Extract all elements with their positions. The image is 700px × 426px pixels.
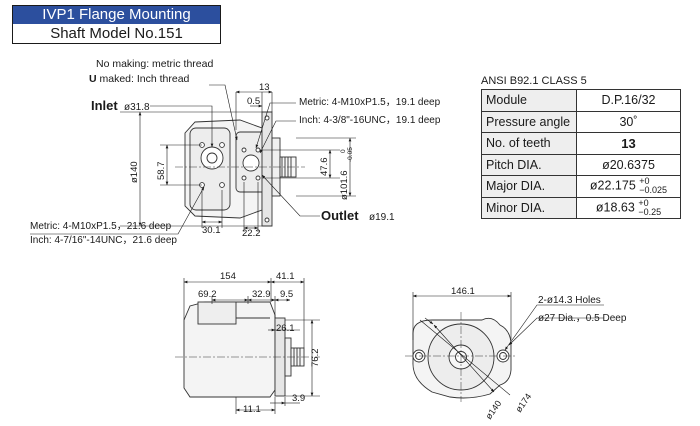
dim-3-9: 3.9	[292, 393, 305, 404]
dim-32-9: 32.9	[252, 289, 271, 300]
dim-26-1: 26.1	[276, 323, 295, 334]
inlet-label: Inlet	[91, 98, 118, 113]
table-row: Pitch DIA. ø20.6375	[481, 153, 681, 176]
dim-58-7: 58.7	[156, 162, 167, 181]
value-main: ø22.175	[589, 178, 636, 193]
tol-lower: −0.025	[639, 185, 668, 196]
end-view	[405, 312, 517, 402]
row-value: 30˚	[576, 110, 681, 133]
row-label: Pitch DIA.	[481, 153, 577, 176]
table-row: Minor DIA. ø18.63 +0 −0.25	[481, 196, 681, 219]
dim-d140: ø140	[129, 161, 140, 183]
outlet-port	[242, 154, 260, 172]
outlet-inch-thread: Inch: 4-3/8"-16UNC，19.1 deep	[299, 115, 441, 126]
front-view	[175, 111, 305, 227]
dim-47-6: 47.6	[319, 158, 330, 177]
inch-marker: U	[89, 73, 97, 85]
row-value: 13	[576, 132, 681, 155]
spline-spec-table: Module D.P.16/32 Pressure angle 30˚ No. …	[481, 89, 681, 219]
tol-lower: -0.05	[347, 147, 354, 162]
dim-11-1: 11.1	[243, 404, 261, 415]
spec-caption: ANSI B92.1 CLASS 5	[481, 75, 587, 87]
note-inch-thread: U maked: Inch thread	[89, 73, 190, 85]
tol-upper: +0	[638, 197, 649, 208]
dim-76-2: 76.2	[310, 349, 321, 368]
table-row: No. of teeth 13	[481, 132, 681, 155]
row-label: Pressure angle	[481, 110, 577, 133]
row-value: ø20.6375	[576, 153, 681, 176]
tol-lower: −0.25	[638, 206, 662, 217]
dim-146-1: 146.1	[451, 286, 475, 297]
row-label: Module	[481, 89, 577, 112]
dim-d101-6: ø101.6	[339, 170, 350, 200]
table-row: Module D.P.16/32	[481, 89, 681, 112]
tol-upper: 0	[340, 149, 347, 153]
side-port-boss	[197, 301, 237, 325]
title-model: IVP1 Flange Mounting	[13, 6, 220, 24]
note-metric-thread: No making: metric thread	[96, 58, 213, 70]
mounting-flange	[261, 111, 273, 227]
dim-154: 154	[220, 271, 236, 282]
outlet-label: Outlet	[321, 208, 359, 223]
counterbore-note: ø27 Dia.，0.5 Deep	[538, 313, 627, 324]
dim-69-2: 69.2	[198, 289, 217, 300]
table-row: Major DIA. ø22.175 +0 −0.025	[481, 175, 681, 198]
inlet-diameter: ø31.8	[124, 102, 150, 113]
dim-end-d174: ø174	[513, 392, 533, 415]
side-view	[175, 301, 320, 398]
title-shaft-model: Shaft Model No.151	[13, 24, 220, 43]
value-tolerance: +0 −0.025	[639, 177, 667, 195]
value-main: ø18.63	[595, 200, 635, 215]
inlet-inch-thread: Inch: 4-7/16"-14UNC，21.6 deep	[30, 235, 177, 246]
row-value: ø22.175 +0 −0.025	[576, 175, 681, 198]
dim-41-1: 41.1	[276, 271, 295, 282]
dim-end-d140: ø140	[483, 399, 503, 422]
inlet-metric-thread: Metric: 4-M10xP1.5，21.6 deep	[30, 221, 172, 232]
row-value: ø18.63 +0 −0.25	[576, 196, 681, 219]
title-box: IVP1 Flange Mounting Shaft Model No.151	[12, 5, 221, 44]
inch-note-text: maked: Inch thread	[97, 73, 190, 85]
row-label: No. of teeth	[481, 132, 577, 155]
outlet-diameter: ø19.1	[369, 212, 395, 223]
row-label: Minor DIA.	[481, 196, 577, 219]
value-tolerance: +0 −0.25	[638, 197, 662, 217]
holes-note: 2-ø14.3 Holes	[538, 295, 601, 306]
dim-22-2: 22.2	[242, 228, 261, 239]
inlet-port	[200, 146, 224, 170]
tol-upper: +0	[639, 176, 650, 187]
table-row: Pressure angle 30˚	[481, 110, 681, 133]
outlet-bolt-holes	[241, 147, 261, 181]
dim-13: 13	[259, 82, 270, 93]
row-label: Major DIA.	[481, 175, 577, 198]
dim-30-1: 30.1	[202, 225, 221, 236]
outlet-metric-thread: Metric: 4-M10xP1.5，19.1 deep	[299, 97, 441, 108]
dim-0-5: 0.5	[247, 96, 260, 107]
row-value: D.P.16/32	[576, 89, 681, 112]
dim-9-5: 9.5	[280, 289, 293, 300]
